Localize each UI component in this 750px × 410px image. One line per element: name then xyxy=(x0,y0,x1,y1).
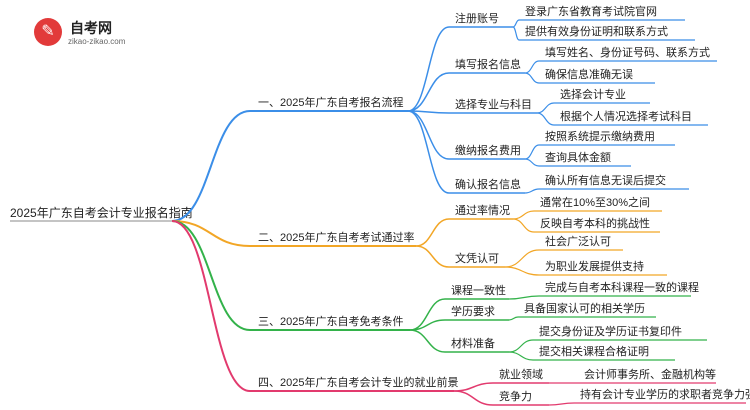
connector-line xyxy=(407,26,450,112)
connector-line xyxy=(171,220,251,247)
connector-line xyxy=(536,102,555,114)
connector-line xyxy=(512,210,535,220)
branch-label: 四、2025年广东自考会计专业的就业前景 xyxy=(258,375,458,389)
leaf-label: 登录广东省教育考试院官网 xyxy=(525,4,657,18)
logo-subtitle: zikao-zikao.com xyxy=(68,37,126,46)
sub-topic-label: 就业领域 xyxy=(499,367,543,381)
leaf-label: 反映自考本科的挑战性 xyxy=(540,216,650,230)
leaf-label: 填写姓名、身份证号码、联系方式 xyxy=(545,45,710,59)
leaf-label: 会计师事务所、金融机构等 xyxy=(584,367,716,381)
connector-line xyxy=(409,329,446,353)
sub-topic-label: 学历要求 xyxy=(451,304,495,318)
connector-line xyxy=(407,110,450,114)
sub-topic-label: 文凭认可 xyxy=(455,251,499,265)
branch-label: 一、2025年广东自考报名流程 xyxy=(258,95,403,109)
leaf-label: 完成与自考本科课程一致的课程 xyxy=(545,280,699,294)
site-logo: ✎ 自考网 zikao-zikao.com xyxy=(34,18,134,48)
connector-line xyxy=(171,110,251,222)
leaf-label: 查询具体金额 xyxy=(545,150,611,164)
connector-line xyxy=(171,220,251,392)
leaf-label: 具备国家认可的相关学历 xyxy=(524,301,645,315)
connector-line xyxy=(548,402,575,406)
sub-topic-label: 选择专业与科目 xyxy=(455,97,532,111)
connector-line xyxy=(524,72,540,84)
connector-line xyxy=(524,60,540,74)
connector-line xyxy=(508,339,534,353)
connector-line xyxy=(407,110,450,160)
leaf-label: 提交身份证及学历证书复印件 xyxy=(539,324,682,338)
sub-topic-label: 材料准备 xyxy=(451,336,495,350)
leaf-label: 通常在10%至30%之间 xyxy=(540,195,650,209)
leaf-label: 确认所有信息无误后提交 xyxy=(545,173,666,187)
connector-line xyxy=(407,72,450,112)
connector-line xyxy=(504,249,540,268)
leaf-label: 提交相关课程合格证明 xyxy=(539,344,649,358)
sub-topic-label: 确认报名信息 xyxy=(455,177,521,191)
connector-line xyxy=(512,19,520,28)
connector-line xyxy=(508,351,534,361)
leaf-label: 选择会计专业 xyxy=(560,87,626,101)
connector-line xyxy=(524,188,540,194)
graduation-cap-icon: ✎ xyxy=(34,18,62,46)
connector-line xyxy=(536,112,555,126)
leaf-label: 社会广泛认可 xyxy=(545,234,611,248)
branch-label: 三、2025年广东自考免考条件 xyxy=(258,314,403,328)
branch-label: 二、2025年广东自考考试通过率 xyxy=(258,230,414,244)
connector-line xyxy=(508,316,519,321)
connector-line xyxy=(415,218,450,247)
connector-line xyxy=(407,110,450,194)
connector-line xyxy=(453,382,494,392)
root-node-label: 2025年广东自考会计专业报名指南 xyxy=(10,205,193,220)
connector-line xyxy=(508,295,540,300)
connector-line xyxy=(171,220,251,331)
connector-line xyxy=(415,245,450,268)
connector-line xyxy=(512,26,520,41)
connector-line xyxy=(524,158,540,167)
leaf-label: 根据个人情况选择考试科目 xyxy=(560,109,692,123)
logo-title: 自考网 xyxy=(70,20,112,36)
leaf-label: 为职业发展提供支持 xyxy=(545,259,644,273)
leaf-label: 持有会计专业学历的求职者竞争力强 xyxy=(580,387,750,401)
connector-line xyxy=(512,218,535,233)
leaf-label: 提供有效身份证明和联系方式 xyxy=(525,24,668,38)
sub-topic-label: 填写报名信息 xyxy=(455,57,521,71)
connector-line xyxy=(504,266,540,276)
sub-topic-label: 课程一致性 xyxy=(451,283,506,297)
connector-line xyxy=(524,144,540,160)
leaf-label: 按照系统提示缴纳费用 xyxy=(545,129,655,143)
connector-line xyxy=(453,390,494,406)
sub-topic-label: 缴纳报名费用 xyxy=(455,143,521,157)
sub-topic-label: 通过率情况 xyxy=(455,203,510,217)
sub-topic-label: 注册账号 xyxy=(455,11,499,25)
leaf-label: 确保信息准确无误 xyxy=(545,67,633,81)
sub-topic-label: 竞争力 xyxy=(499,389,532,403)
